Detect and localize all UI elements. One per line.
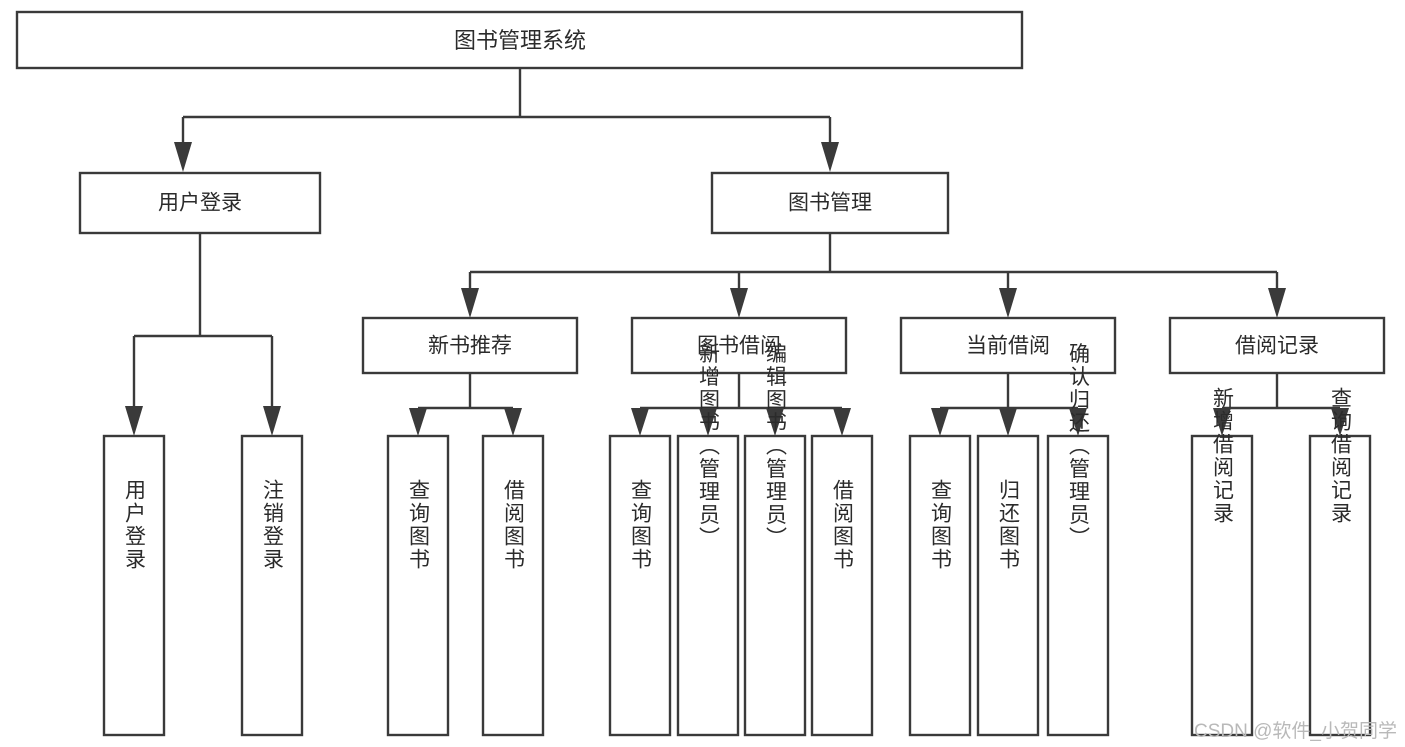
node-book-manage-label: 图书管理 (788, 192, 872, 215)
node-root[interactable]: 图书管理系统 (15, 10, 1024, 70)
leaf-node[interactable]: 新增图书（管理员） (676, 343, 740, 737)
leaf-node[interactable]: 借阅图书 (810, 434, 874, 737)
node-book-borrow[interactable]: 图书借阅 (630, 316, 848, 375)
arrow-head-br-leaf-1 (1213, 408, 1231, 436)
connectors-book-manage-to-level3 (461, 233, 1286, 318)
arrow-head-book-borrow (730, 288, 748, 318)
arrow-head-leaf-logout (263, 406, 281, 436)
node-book-manage[interactable]: 图书管理 (710, 171, 950, 235)
node-root-box[interactable] (15, 10, 1024, 70)
arrow-head-cb-leaf-2 (999, 408, 1017, 436)
leaf-cb-confirm-return-label: 确认归还（管理员） (1067, 343, 1091, 550)
leaf-cb-query-book-box[interactable] (908, 434, 972, 737)
arrow-head-borrow-record (1268, 288, 1286, 318)
leaf-br-add-record-label: 新增借阅记录 (1211, 387, 1235, 525)
arrow-head-br-leaf-2 (1331, 408, 1349, 436)
arrow-head-book-manage (821, 142, 839, 172)
leaf-node[interactable]: 新增借阅记录 (1190, 387, 1254, 737)
connectors-user-login-to-leaves (125, 233, 281, 436)
node-book-manage-box[interactable] (710, 171, 950, 235)
leaf-cb-query-book-label: 查询图书 (929, 479, 953, 571)
leaf-br-add-record-box[interactable] (1190, 434, 1254, 737)
leaf-bb-add-book-label: 新增图书（管理员） (697, 343, 721, 550)
arrow-head-current-borrow (999, 288, 1017, 318)
leaf-node[interactable]: 查询图书 (608, 434, 672, 737)
leaf-nbr-borrow-book-label: 借阅图书 (502, 479, 526, 571)
node-user-login[interactable]: 用户登录 (78, 171, 322, 235)
arrow-head-bb-leaf-3 (766, 408, 784, 436)
leaf-bb-query-book-label: 查询图书 (629, 479, 653, 571)
node-borrow-record[interactable]: 借阅记录 (1168, 316, 1386, 375)
leaf-node[interactable]: 查询借阅记录 (1308, 387, 1372, 737)
leaf-logout-box[interactable] (240, 434, 304, 737)
connectors-borrow-record-to-leaves (1213, 373, 1349, 436)
node-current-borrow[interactable]: 当前借阅 (899, 316, 1117, 375)
node-user-login-box[interactable] (78, 171, 322, 235)
arrow-head-cb-leaf-3 (1069, 408, 1087, 436)
leaf-bb-edit-book-box[interactable] (743, 434, 807, 737)
leaf-nbr-borrow-book-box[interactable] (481, 434, 545, 737)
leaf-nbr-query-book-label: 查询图书 (407, 479, 431, 571)
connectors-book-borrow-to-leaves (631, 373, 851, 436)
leaf-br-query-record-box[interactable] (1308, 434, 1372, 737)
arrow-head-bb-leaf-4 (833, 408, 851, 436)
node-new-book-recommend-box[interactable] (361, 316, 579, 375)
leaf-cb-return-book-label: 归还图书 (997, 479, 1021, 571)
arrow-head-nbr-leaf-1 (409, 408, 427, 436)
leaf-logout-label: 注销登录 (261, 479, 285, 571)
arrow-head-new-book-recommend (461, 288, 479, 318)
leaf-bb-query-book-box[interactable] (608, 434, 672, 737)
leaf-node[interactable]: 借阅图书 (481, 434, 545, 737)
node-current-borrow-label: 当前借阅 (966, 335, 1050, 358)
connectors-new-book-recommend-to-leaves (409, 373, 522, 436)
leaf-bb-edit-book-label: 编辑图书（管理员） (764, 343, 788, 550)
leaf-node[interactable]: 查询图书 (908, 434, 972, 737)
arrow-head-cb-leaf-1 (931, 408, 949, 436)
node-borrow-record-box[interactable] (1168, 316, 1386, 375)
node-user-login-label: 用户登录 (158, 192, 242, 215)
leaf-bb-borrow-book-box[interactable] (810, 434, 874, 737)
leaf-bb-borrow-book-label: 借阅图书 (831, 479, 855, 571)
leaf-cb-confirm-return-box[interactable] (1046, 434, 1110, 737)
node-book-borrow-box[interactable] (630, 316, 848, 375)
node-book-borrow-label: 图书借阅 (697, 335, 781, 358)
leaf-nbr-query-book-box[interactable] (386, 434, 450, 737)
node-borrow-record-label: 借阅记录 (1235, 335, 1319, 358)
leaf-node[interactable]: 注销登录 (240, 434, 304, 737)
arrow-head-nbr-leaf-2 (504, 408, 522, 436)
leaf-node[interactable]: 用户登录 (102, 434, 166, 737)
leaf-cb-return-book-box[interactable] (976, 434, 1040, 737)
arrow-head-leaf-user-login (125, 406, 143, 436)
connectors-current-borrow-to-leaves (931, 373, 1087, 436)
arrow-head-user-login (174, 142, 192, 172)
connectors-root-to-level2 (174, 68, 839, 172)
leaf-user-login-label: 用户登录 (123, 479, 147, 571)
leaf-user-login-box[interactable] (102, 434, 166, 737)
leaf-node[interactable]: 归还图书 (976, 434, 1040, 737)
arrow-head-bb-leaf-2 (699, 408, 717, 436)
node-current-borrow-box[interactable] (899, 316, 1117, 375)
leaf-bb-add-book-box[interactable] (676, 434, 740, 737)
node-root-label: 图书管理系统 (454, 28, 586, 53)
arrow-head-bb-leaf-1 (631, 408, 649, 436)
node-new-book-recommend[interactable]: 新书推荐 (361, 316, 579, 375)
leaf-node[interactable]: 确认归还（管理员） (1046, 343, 1110, 737)
leaf-node[interactable]: 编辑图书（管理员） (743, 343, 807, 737)
node-new-book-recommend-label: 新书推荐 (428, 335, 512, 358)
leaf-br-query-record-label: 查询借阅记录 (1329, 387, 1353, 525)
leaf-node[interactable]: 查询图书 (386, 434, 450, 737)
